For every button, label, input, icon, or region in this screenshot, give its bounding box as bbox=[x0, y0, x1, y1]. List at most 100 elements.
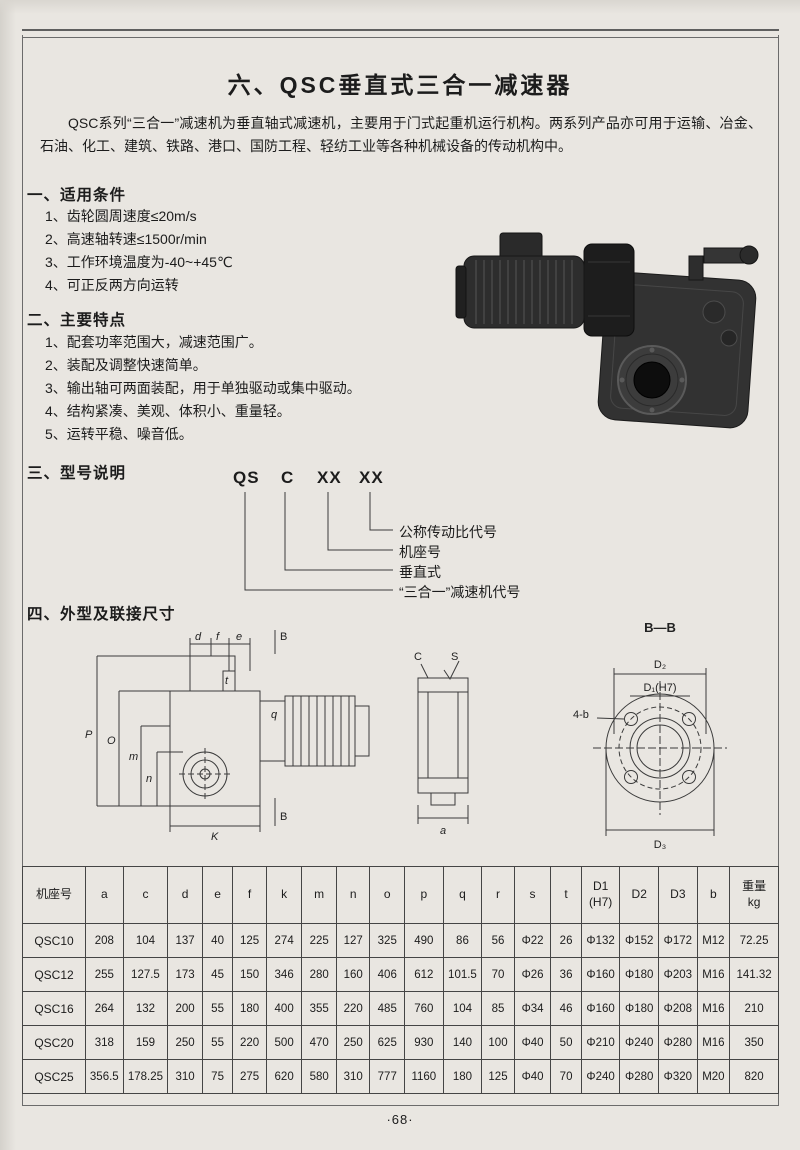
cell: 36 bbox=[550, 957, 582, 992]
model-label-ratio: 公称传动比代号 bbox=[399, 524, 497, 540]
col-header-e: e bbox=[201, 866, 234, 924]
cell: Φ152 bbox=[619, 923, 660, 958]
cell: 173 bbox=[167, 957, 203, 992]
cell: 104 bbox=[442, 991, 483, 1026]
cell: 346 bbox=[265, 957, 303, 992]
model-code-part-1: QS bbox=[233, 468, 260, 487]
scan-shadow-top bbox=[0, 0, 800, 14]
cell: 350 bbox=[729, 1025, 779, 1060]
cell: Φ240 bbox=[619, 1025, 660, 1060]
cell: Φ34 bbox=[513, 991, 552, 1026]
cell: 104 bbox=[122, 923, 169, 958]
cell: Φ26 bbox=[513, 957, 552, 992]
col-header-b: b bbox=[696, 866, 731, 924]
cell: 820 bbox=[729, 1059, 779, 1094]
cell: 225 bbox=[301, 923, 337, 958]
cell: 125 bbox=[232, 923, 267, 958]
cell: 310 bbox=[167, 1059, 203, 1094]
reducer-photo-illustration bbox=[455, 232, 759, 429]
cell: M16 bbox=[696, 991, 731, 1026]
intro-paragraph: QSC系列“三合一”减速机为垂直轴式减速机，主要用于门式起重机运行机构。两系列产… bbox=[40, 115, 762, 154]
dim-label-q: q bbox=[271, 709, 278, 721]
cell: 255 bbox=[85, 957, 124, 992]
table-header-row: 机座号 a c d e f k m n o p q r s t D1 (H7) … bbox=[22, 866, 779, 924]
dim-label-d: d bbox=[195, 631, 202, 643]
cell: 46 bbox=[550, 991, 582, 1026]
feature-item-5: 5、运转平稳、噪音低。 bbox=[45, 426, 193, 442]
cell: 125 bbox=[481, 1059, 515, 1094]
cell: 400 bbox=[265, 991, 303, 1026]
model-label-vertical: 垂直式 bbox=[399, 564, 441, 580]
condition-item-4: 4、可正反两方向运转 bbox=[45, 277, 179, 293]
cell: 406 bbox=[369, 957, 406, 992]
cell: 180 bbox=[442, 1059, 483, 1094]
cell: 70 bbox=[481, 957, 515, 992]
cell: M16 bbox=[696, 957, 731, 992]
cell: 220 bbox=[232, 1025, 267, 1060]
cell: Φ180 bbox=[619, 957, 660, 992]
cell: 490 bbox=[404, 923, 444, 958]
cell: 45 bbox=[201, 957, 234, 992]
dim-label-a: a bbox=[440, 825, 446, 837]
cell: 1160 bbox=[404, 1059, 444, 1094]
cell: Φ210 bbox=[580, 1025, 621, 1060]
cell: 86 bbox=[442, 923, 483, 958]
cell: 75 bbox=[201, 1059, 234, 1094]
dim-label-O: O bbox=[107, 735, 116, 747]
cell: Φ172 bbox=[658, 923, 698, 958]
cell: 930 bbox=[404, 1025, 444, 1060]
cell-model: QSC20 bbox=[22, 1025, 86, 1060]
cell: 485 bbox=[369, 991, 406, 1026]
side-view-drawing: d f e B B t q P O m n K bbox=[85, 630, 370, 843]
feature-item-1: 1、配套功率范围大，减速范围广。 bbox=[45, 334, 263, 350]
model-code-part-2: C bbox=[281, 468, 295, 487]
model-code-part-3: XX bbox=[317, 468, 342, 487]
col-header-a: a bbox=[85, 866, 124, 924]
cell: Φ40 bbox=[513, 1025, 552, 1060]
cell: 318 bbox=[85, 1025, 124, 1060]
cell: Φ22 bbox=[513, 923, 552, 958]
cell: Φ240 bbox=[580, 1059, 621, 1094]
cell: Φ280 bbox=[658, 1025, 698, 1060]
col-header-s: s bbox=[513, 866, 552, 924]
dim-label-C: C bbox=[414, 651, 422, 663]
col-header-k: k bbox=[265, 866, 303, 924]
cell: Φ132 bbox=[580, 923, 621, 958]
page-number: ·68· bbox=[386, 1112, 414, 1127]
page-title: 六、QSC垂直式三合一减速器 bbox=[227, 72, 573, 98]
section-heading-model: 三、型号说明 bbox=[27, 465, 127, 482]
cell: 264 bbox=[85, 991, 124, 1026]
cell: 70 bbox=[550, 1059, 582, 1094]
cell: 180 bbox=[232, 991, 267, 1026]
section-mark-b-top: B bbox=[280, 631, 287, 643]
dim-label-e: e bbox=[236, 631, 242, 643]
cell: 612 bbox=[404, 957, 444, 992]
dim-label-4b: 4-b bbox=[573, 709, 589, 721]
model-code-part-4: XX bbox=[359, 468, 384, 487]
cell: Φ160 bbox=[580, 957, 621, 992]
col-header-D3: D3 bbox=[658, 866, 698, 924]
flange-section-drawing: B—B D₂ D₁(H7) 4-b D₃ bbox=[573, 620, 727, 851]
cell: 127.5 bbox=[122, 957, 169, 992]
col-header-r: r bbox=[481, 866, 515, 924]
cell: M12 bbox=[696, 923, 731, 958]
brake-drum bbox=[583, 243, 635, 337]
section-view-label: B—B bbox=[644, 620, 676, 635]
dim-label-D1: D₁(H7) bbox=[643, 682, 676, 694]
model-label-series-code: “三合一”减速机代号 bbox=[399, 584, 521, 600]
col-header-t: t bbox=[550, 866, 582, 924]
cell: 620 bbox=[265, 1059, 303, 1094]
product-photo bbox=[452, 218, 767, 442]
cell: Φ160 bbox=[580, 991, 621, 1026]
cell: 250 bbox=[167, 1025, 203, 1060]
cell: 127 bbox=[335, 923, 371, 958]
col-header-m: m bbox=[301, 866, 337, 924]
table-row-qsc25: QSC25 356.5 178.25 310 75 275 620 580 31… bbox=[22, 1059, 779, 1094]
page-border-top-rule bbox=[22, 29, 779, 38]
cell: 470 bbox=[301, 1025, 337, 1060]
cell: 274 bbox=[265, 923, 303, 958]
cell-model: QSC10 bbox=[22, 923, 86, 958]
cell: 355 bbox=[301, 991, 337, 1026]
cell: 55 bbox=[201, 991, 234, 1026]
features-list: 1、配套功率范围大，减速范围广。 2、装配及调整快速简单。 3、输出轴可两面装配… bbox=[45, 331, 361, 446]
